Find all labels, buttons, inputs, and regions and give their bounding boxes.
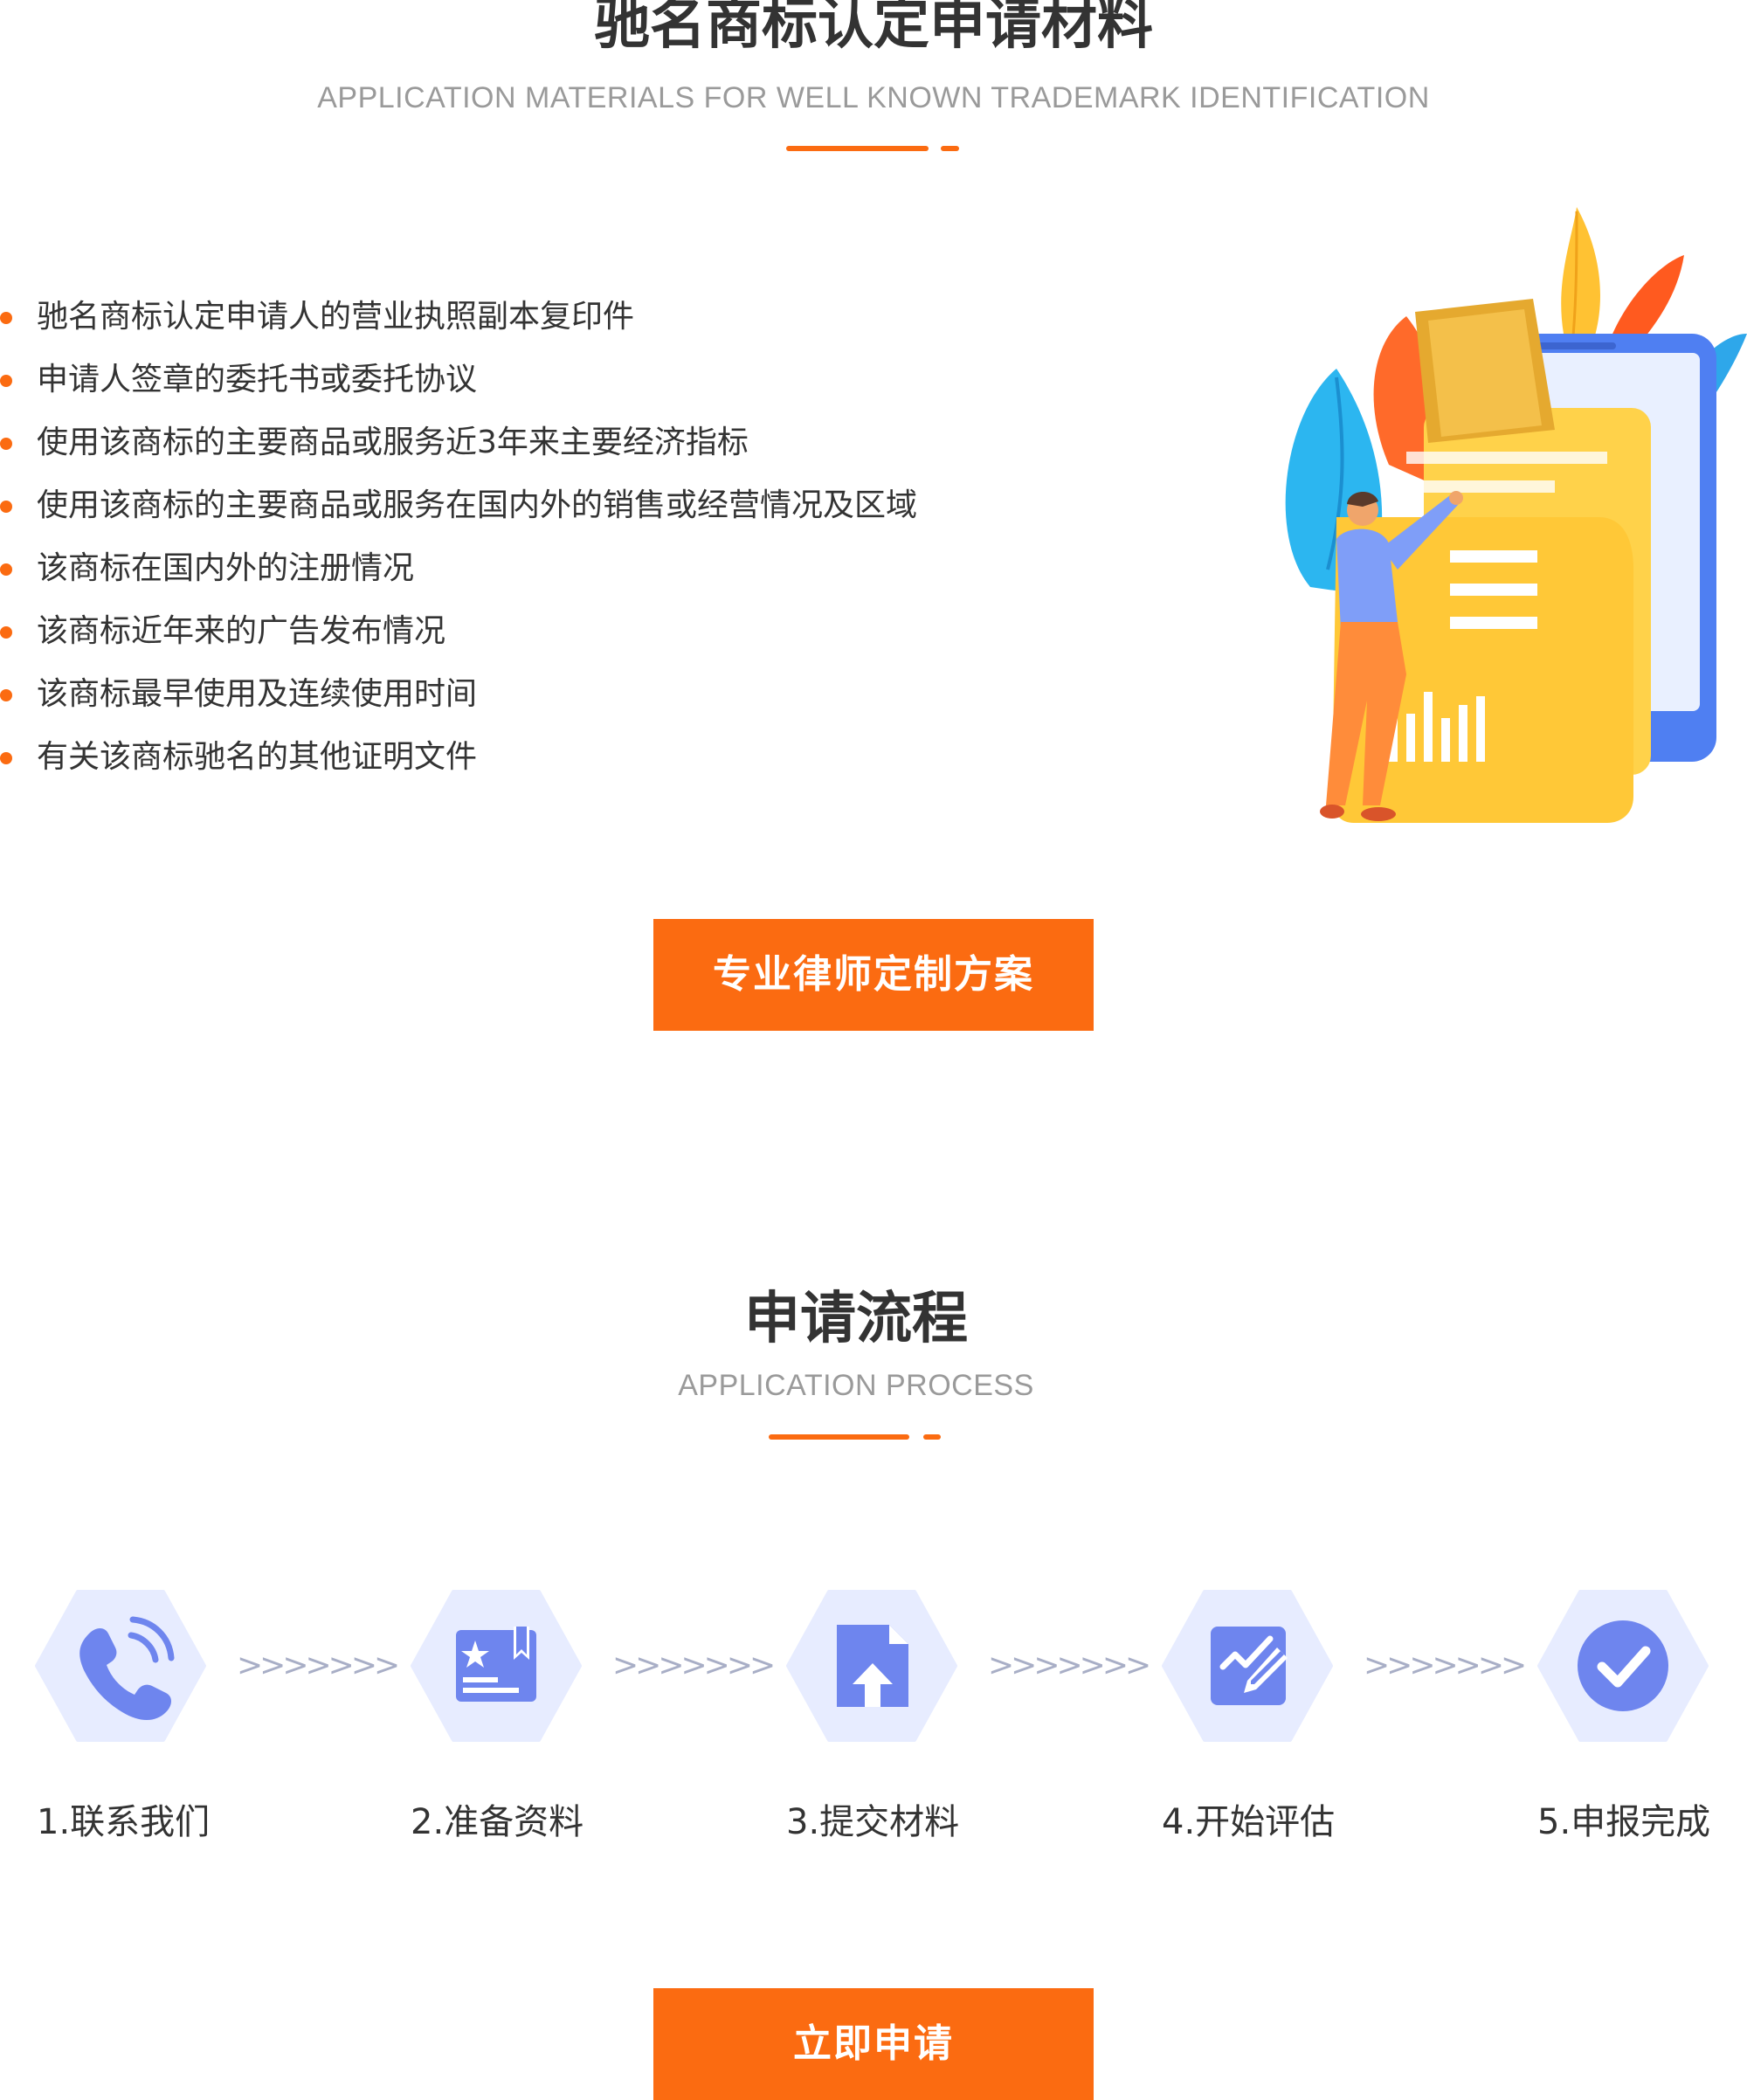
step-label: 4.开始评估 (1162, 1802, 1336, 1842)
edit-icon (1162, 1590, 1333, 1742)
material-item-text: 该商标在国内外的注册情况 (37, 550, 415, 586)
material-item-text: 申请人签章的委托书或委托协议 (37, 362, 478, 397)
step-separator: >>>>>>> (988, 1648, 1151, 1683)
lawyer-plan-button[interactable]: 专业律师定制方案 (653, 919, 1094, 1031)
material-item: 使用该商标的主要商品或服务近3年来主要经济指标 (0, 419, 917, 482)
material-item-text: 该商标近年来的广告发布情况 (37, 613, 446, 649)
bullet-dot (0, 563, 12, 576)
leaves-decoration (1285, 207, 1747, 596)
document-card-icon (411, 1590, 582, 1742)
step-separator: >>>>>>> (1364, 1648, 1527, 1683)
material-item: 该商标在国内外的注册情况 (0, 545, 917, 608)
step-separator: >>>>>>> (612, 1648, 776, 1683)
material-item: 该商标最早使用及连续使用时间 (0, 671, 917, 734)
process-title: 申请流程 (744, 1287, 968, 1351)
materials-illustration (1285, 207, 1747, 823)
title-underline-long (786, 146, 929, 151)
material-item: 该商标近年来的广告发布情况 (0, 608, 917, 671)
material-item: 有关该商标驰名的其他证明文件 (0, 734, 917, 797)
bullet-dot (0, 501, 12, 513)
check-circle-icon (1537, 1590, 1709, 1742)
materials-list: 驰名商标认定申请人的营业执照副本复印件 申请人签章的委托书或委托协议 使用该商标… (0, 294, 917, 797)
materials-title: 驰名商标认定申请材料 (594, 0, 1153, 57)
material-item-text: 该商标最早使用及连续使用时间 (37, 676, 478, 712)
step-label: 1.联系我们 (37, 1802, 211, 1842)
bullet-dot (0, 626, 12, 639)
title-underline-short (941, 146, 959, 151)
step-label: 5.申报完成 (1537, 1802, 1711, 1842)
material-item-text: 使用该商标的主要商品或服务近3年来主要经济指标 (37, 425, 749, 460)
file-upload-icon (786, 1590, 957, 1742)
material-item-text: 驰名商标认定申请人的营业执照副本复印件 (37, 299, 635, 335)
title-underline-short (923, 1434, 941, 1440)
material-item: 驰名商标认定申请人的营业执照副本复印件 (0, 294, 917, 356)
title-underline-long (769, 1434, 909, 1440)
process-subtitle: APPLICATION PROCESS (678, 1369, 1034, 1402)
step-separator: >>>>>>> (237, 1648, 400, 1683)
materials-subtitle: APPLICATION MATERIALS FOR WELL KNOWN TRA… (317, 81, 1430, 114)
material-item: 申请人签章的委托书或委托协议 (0, 356, 917, 419)
person-illustration (1320, 491, 1463, 821)
bullet-dot (0, 752, 12, 764)
material-item: 使用该商标的主要商品或服务在国内外的销售或经营情况及区域 (0, 482, 917, 545)
bullet-dot (0, 438, 12, 450)
phone-icon (35, 1590, 206, 1742)
step-label: 3.提交材料 (786, 1802, 960, 1842)
material-item-text: 使用该商标的主要商品或服务在国内外的销售或经营情况及区域 (37, 487, 918, 523)
bullet-dot (0, 375, 12, 387)
bullet-dot (0, 312, 12, 324)
material-item-text: 有关该商标驰名的其他证明文件 (37, 739, 478, 775)
apply-now-button[interactable]: 立即申请 (653, 1988, 1094, 2100)
step-label: 2.准备资料 (411, 1802, 584, 1842)
bullet-dot (0, 689, 12, 701)
